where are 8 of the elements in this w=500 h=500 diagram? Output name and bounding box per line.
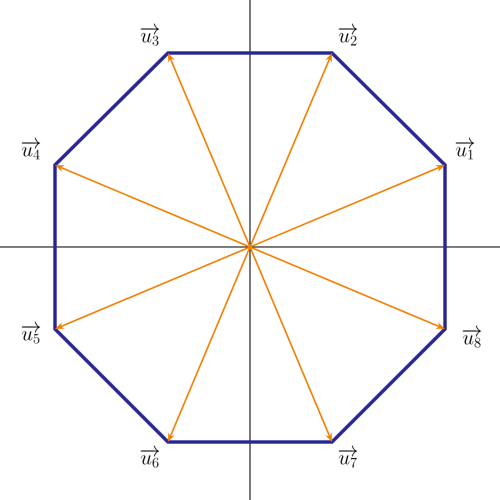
vector-label: $\overrightarrow{u_6}$ xyxy=(140,446,160,468)
vector-label: $\overrightarrow{u_5}$ xyxy=(22,322,40,344)
vector-label: $\overrightarrow{u_1}$ xyxy=(456,138,474,160)
vector-label: $\overrightarrow{u_3}$ xyxy=(140,24,160,46)
vector-label: $\overrightarrow{u_8}$ xyxy=(462,326,482,348)
vector-label: $\overrightarrow{u_2}$ xyxy=(338,24,358,46)
vector-label: $\overrightarrow{u_4}$ xyxy=(22,138,40,160)
vector-label: $\overrightarrow{u_7}$ xyxy=(338,446,358,468)
